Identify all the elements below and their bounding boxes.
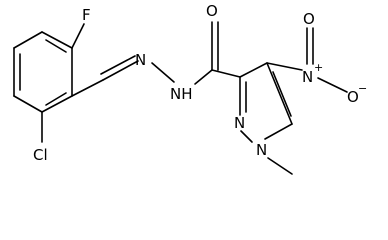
bond-ring-c2-c3 xyxy=(13,95,43,113)
benzene-ring xyxy=(13,31,73,113)
bond-ch-n-outer xyxy=(102,60,139,81)
bond-c-f xyxy=(71,23,85,49)
bond-aryl-ch xyxy=(71,79,104,97)
nitro-o-charge: − xyxy=(358,82,367,95)
structure-svg: F Cl N NH O N N N + O O − xyxy=(13,2,367,175)
bond-c4-c5-inner xyxy=(272,71,292,117)
bond-n-nh xyxy=(151,62,175,83)
nitro-o-top-label: O xyxy=(303,10,315,28)
bond-nh-carbonyl xyxy=(194,69,213,85)
fluorine-label: F xyxy=(82,6,91,24)
chlorine-label: Cl xyxy=(33,146,48,164)
bond-nitro-o-right xyxy=(317,77,348,93)
nitro-n-label: N xyxy=(302,68,313,86)
pyrazole-n2-label: N xyxy=(234,114,245,132)
bond-ring-c5-c6 xyxy=(41,31,73,49)
pyrazole-ring xyxy=(239,62,293,143)
bond-c5-n1 xyxy=(264,123,293,140)
bond-ring-inner-3 xyxy=(45,39,67,53)
bond-c4-c5 xyxy=(266,62,293,125)
bond-c4-nitro xyxy=(266,62,303,71)
bond-carbonyl-c3 xyxy=(211,69,241,78)
bond-ch-n-inner xyxy=(100,55,136,75)
hydrazone-n-label: N xyxy=(135,51,146,69)
nh-label: NH xyxy=(170,85,193,103)
bond-ring-c6-c1 xyxy=(13,31,43,49)
bond-n1-methyl xyxy=(267,157,293,175)
pyrazole-n1-label: N xyxy=(256,141,267,159)
carbonyl-o-label: O xyxy=(206,2,218,20)
nitro-n-charge: + xyxy=(314,61,323,74)
molecule-diagram: F Cl N NH O N N N + O O − xyxy=(13,2,367,175)
bond-ring-c3-c4 xyxy=(41,95,73,113)
bond-ring-inner-2 xyxy=(45,92,67,106)
bond-n1-n2 xyxy=(240,130,253,143)
bond-c3-c4 xyxy=(239,62,268,78)
nitro-o-right-label: O xyxy=(347,88,359,106)
